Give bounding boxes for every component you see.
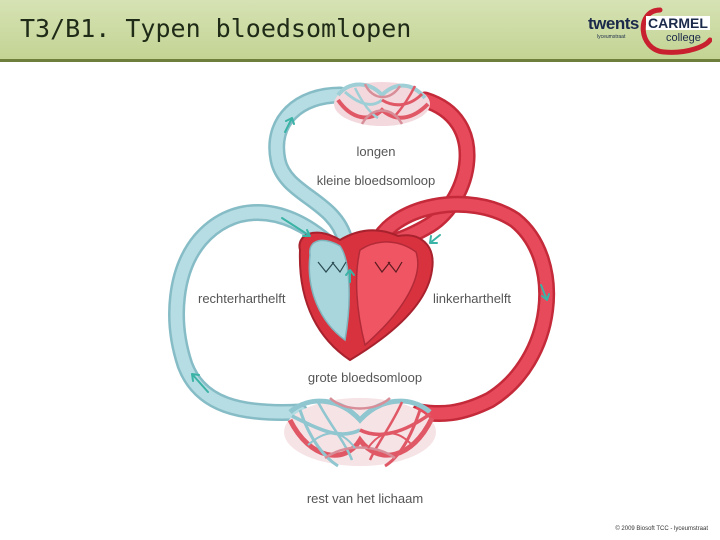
title-bar: T3/B1. Typen bloedsomlopen twents lyceum… (0, 0, 720, 62)
flow-arrows (191, 117, 550, 393)
label-kleine-bloedsomloop: kleine bloedsomloop (317, 173, 436, 188)
body-capillaries (284, 397, 436, 468)
deoxygenated-circulation (168, 86, 354, 421)
arrow-up-icon (284, 117, 295, 133)
label-linkerharthelft: linkerharthelft (433, 291, 511, 306)
arrow-left-up-icon (191, 373, 209, 393)
logo-word-college: college (666, 32, 701, 44)
school-logo: twents lyceumstraat CARMEL college (588, 6, 712, 56)
lung-capillaries (334, 82, 430, 126)
label-longen: longen (356, 144, 395, 159)
logo-word-twents: twents (588, 14, 639, 33)
arrow-down-icon (540, 284, 550, 301)
label-grote-bloedsomloop: grote bloedsomloop (308, 370, 422, 385)
label-rest-van-het-lichaam: rest van het lichaam (307, 491, 423, 506)
logo-tagline: lyceumstraat (597, 34, 626, 40)
arrow-down-left-icon (429, 234, 441, 244)
slide-title: T3/B1. Typen bloedsomlopen (20, 14, 412, 43)
logo-word-carmel: CARMEL (646, 15, 710, 31)
label-rechterharthelft: rechterharthelft (198, 291, 286, 306)
arrow-up-small-icon (345, 269, 355, 283)
copyright-footer: © 2009 Biosoft TCC - lyceumstraat (615, 526, 708, 532)
arrow-right-icon (281, 217, 311, 237)
heart (298, 229, 434, 362)
